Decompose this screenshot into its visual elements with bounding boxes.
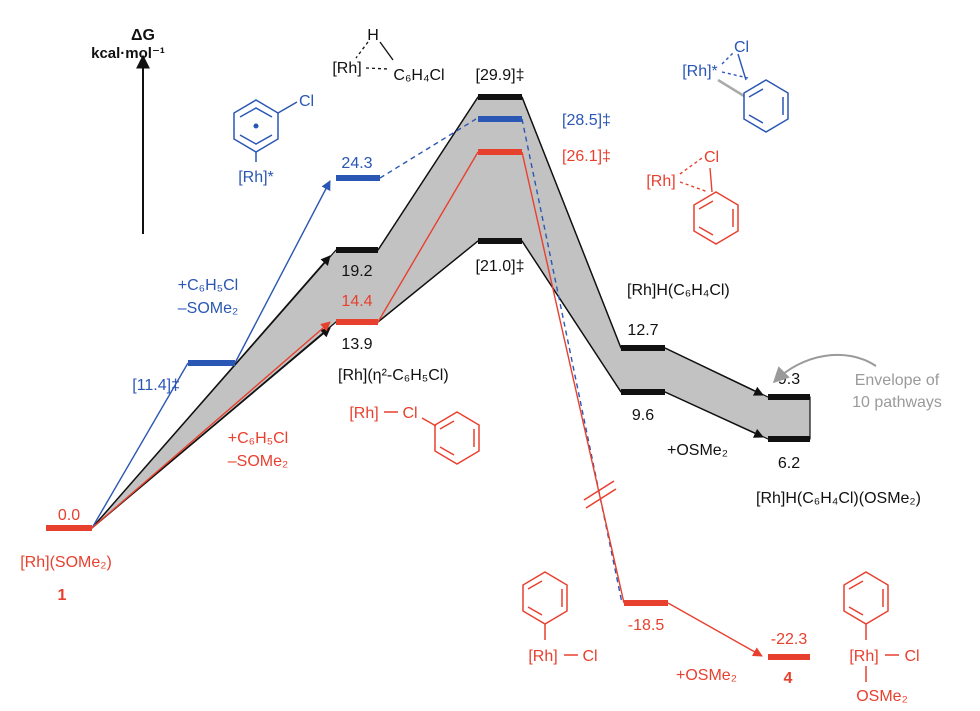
svg-text:Cl: Cl xyxy=(582,648,597,665)
blue-arrow-to-int xyxy=(234,180,331,364)
energy-blue-ts1: [11.4]‡ xyxy=(132,377,180,394)
energy-blue-int: 24.3 xyxy=(341,155,372,172)
svg-text:[Rh]: [Rh] xyxy=(646,173,675,190)
svg-text:[Rh]: [Rh] xyxy=(349,405,378,422)
svg-text:Cl: Cl xyxy=(704,149,719,166)
red-connector-to-ts xyxy=(377,151,479,323)
svg-text:Cl: Cl xyxy=(734,39,749,56)
label-blue-step-1: +C₆H₅Cl xyxy=(178,277,238,294)
label-red-add-osme: +OSMe₂ xyxy=(676,667,737,684)
structure-blue-radical xyxy=(233,99,298,162)
svg-text:C₆H₄Cl: C₆H₄Cl xyxy=(393,67,444,84)
label-add-osme: +OSMe₂ xyxy=(667,442,728,459)
black-arrow-final-low xyxy=(664,391,764,438)
label-envelope-2: 10 pathways xyxy=(852,394,942,411)
energy-ts-blue: [28.5]‡ xyxy=(562,112,611,129)
structure-ch-activation-ts: H [Rh] C₆H₄Cl xyxy=(332,27,444,84)
label-red-step-1: +C₆H₅Cl xyxy=(228,430,288,447)
blue-dashed-to-ts xyxy=(379,118,477,179)
svg-text:[Rh]: [Rh] xyxy=(849,648,878,665)
svg-text:[Rh]*: [Rh]* xyxy=(682,63,718,80)
envelope-pointer-arrow xyxy=(772,353,877,384)
structure-red-ts: [Rh] Cl xyxy=(646,149,739,245)
black-connector-down-high xyxy=(521,96,622,349)
label-envelope-1: Envelope of xyxy=(855,372,940,389)
red-line-down xyxy=(521,151,625,604)
energy-int-high: 19.2 xyxy=(341,263,372,280)
axis-label-dg: ΔG xyxy=(131,27,155,44)
svg-text:[Rh]: [Rh] xyxy=(332,60,361,77)
blue-radical-cl: Cl xyxy=(299,93,314,110)
energy-start: 0.0 xyxy=(58,507,80,524)
structure-blue-ts: [Rh]* Cl xyxy=(682,39,789,133)
label-eta-complex: [Rh](η²-C₆H₅Cl) xyxy=(338,367,449,384)
energy-int-red: 14.4 xyxy=(341,293,372,310)
black-arrow-to-int-low xyxy=(91,327,331,529)
energy-ts-low: [21.0]‡ xyxy=(476,258,525,275)
label-final-name: [Rh]H(C₆H₄Cl)(OSMe₂) xyxy=(756,490,921,507)
black-arrow-to-int-high xyxy=(91,255,331,529)
blue-dashed-down xyxy=(521,118,623,604)
energy-ts-red: [26.1]‡ xyxy=(562,148,611,165)
blue-line-to-ts1 xyxy=(91,362,189,529)
label-start-name: [Rh](SOMe₂) xyxy=(20,554,112,571)
label-red-step-2: –SOMe₂ xyxy=(228,453,288,470)
black-connector-upper-ts xyxy=(377,96,479,251)
energy-int-low: 13.9 xyxy=(341,336,372,353)
structure-red-final-product: [Rh] Cl OSMe₂ xyxy=(843,571,920,705)
svg-text:Cl: Cl xyxy=(904,648,919,665)
axis-break-mark xyxy=(583,480,617,509)
energy-red-final: -22.3 xyxy=(771,631,808,648)
energy-ts-top: [29.9]‡ xyxy=(476,67,525,84)
energy-final-low: 6.2 xyxy=(778,455,800,472)
axis-label-units: kcal·mol⁻¹ xyxy=(91,45,165,62)
label-start-number: 1 xyxy=(58,587,67,604)
blue-radical-rh: [Rh]* xyxy=(238,169,274,186)
energy-final-high: 9.3 xyxy=(778,371,800,388)
structure-red-aryl-rh-cl: [Rh] Cl xyxy=(522,571,598,665)
structure-red-sigma: [Rh] Cl xyxy=(349,405,480,465)
black-arrow-final-high xyxy=(664,347,764,396)
svg-text:OSMe₂: OSMe₂ xyxy=(856,688,908,705)
svg-text:Cl: Cl xyxy=(402,405,417,422)
red-arrow-to-int xyxy=(91,321,331,529)
label-hydride: [Rh]H(C₆H₄Cl) xyxy=(627,282,730,299)
svg-text:H: H xyxy=(367,27,379,44)
svg-text:[Rh]: [Rh] xyxy=(528,648,557,665)
energy-hydride-high: 12.7 xyxy=(627,322,658,339)
energy-hydride-low: 9.6 xyxy=(632,407,654,424)
red-arrow-to-final xyxy=(667,602,763,657)
label-red-final-number: 4 xyxy=(784,670,793,687)
energy-red-int: -18.5 xyxy=(628,617,665,634)
black-connector-down-low xyxy=(521,240,622,393)
black-connector-lower-ts xyxy=(377,240,479,323)
label-blue-step-2: –SOMe₂ xyxy=(178,300,238,317)
